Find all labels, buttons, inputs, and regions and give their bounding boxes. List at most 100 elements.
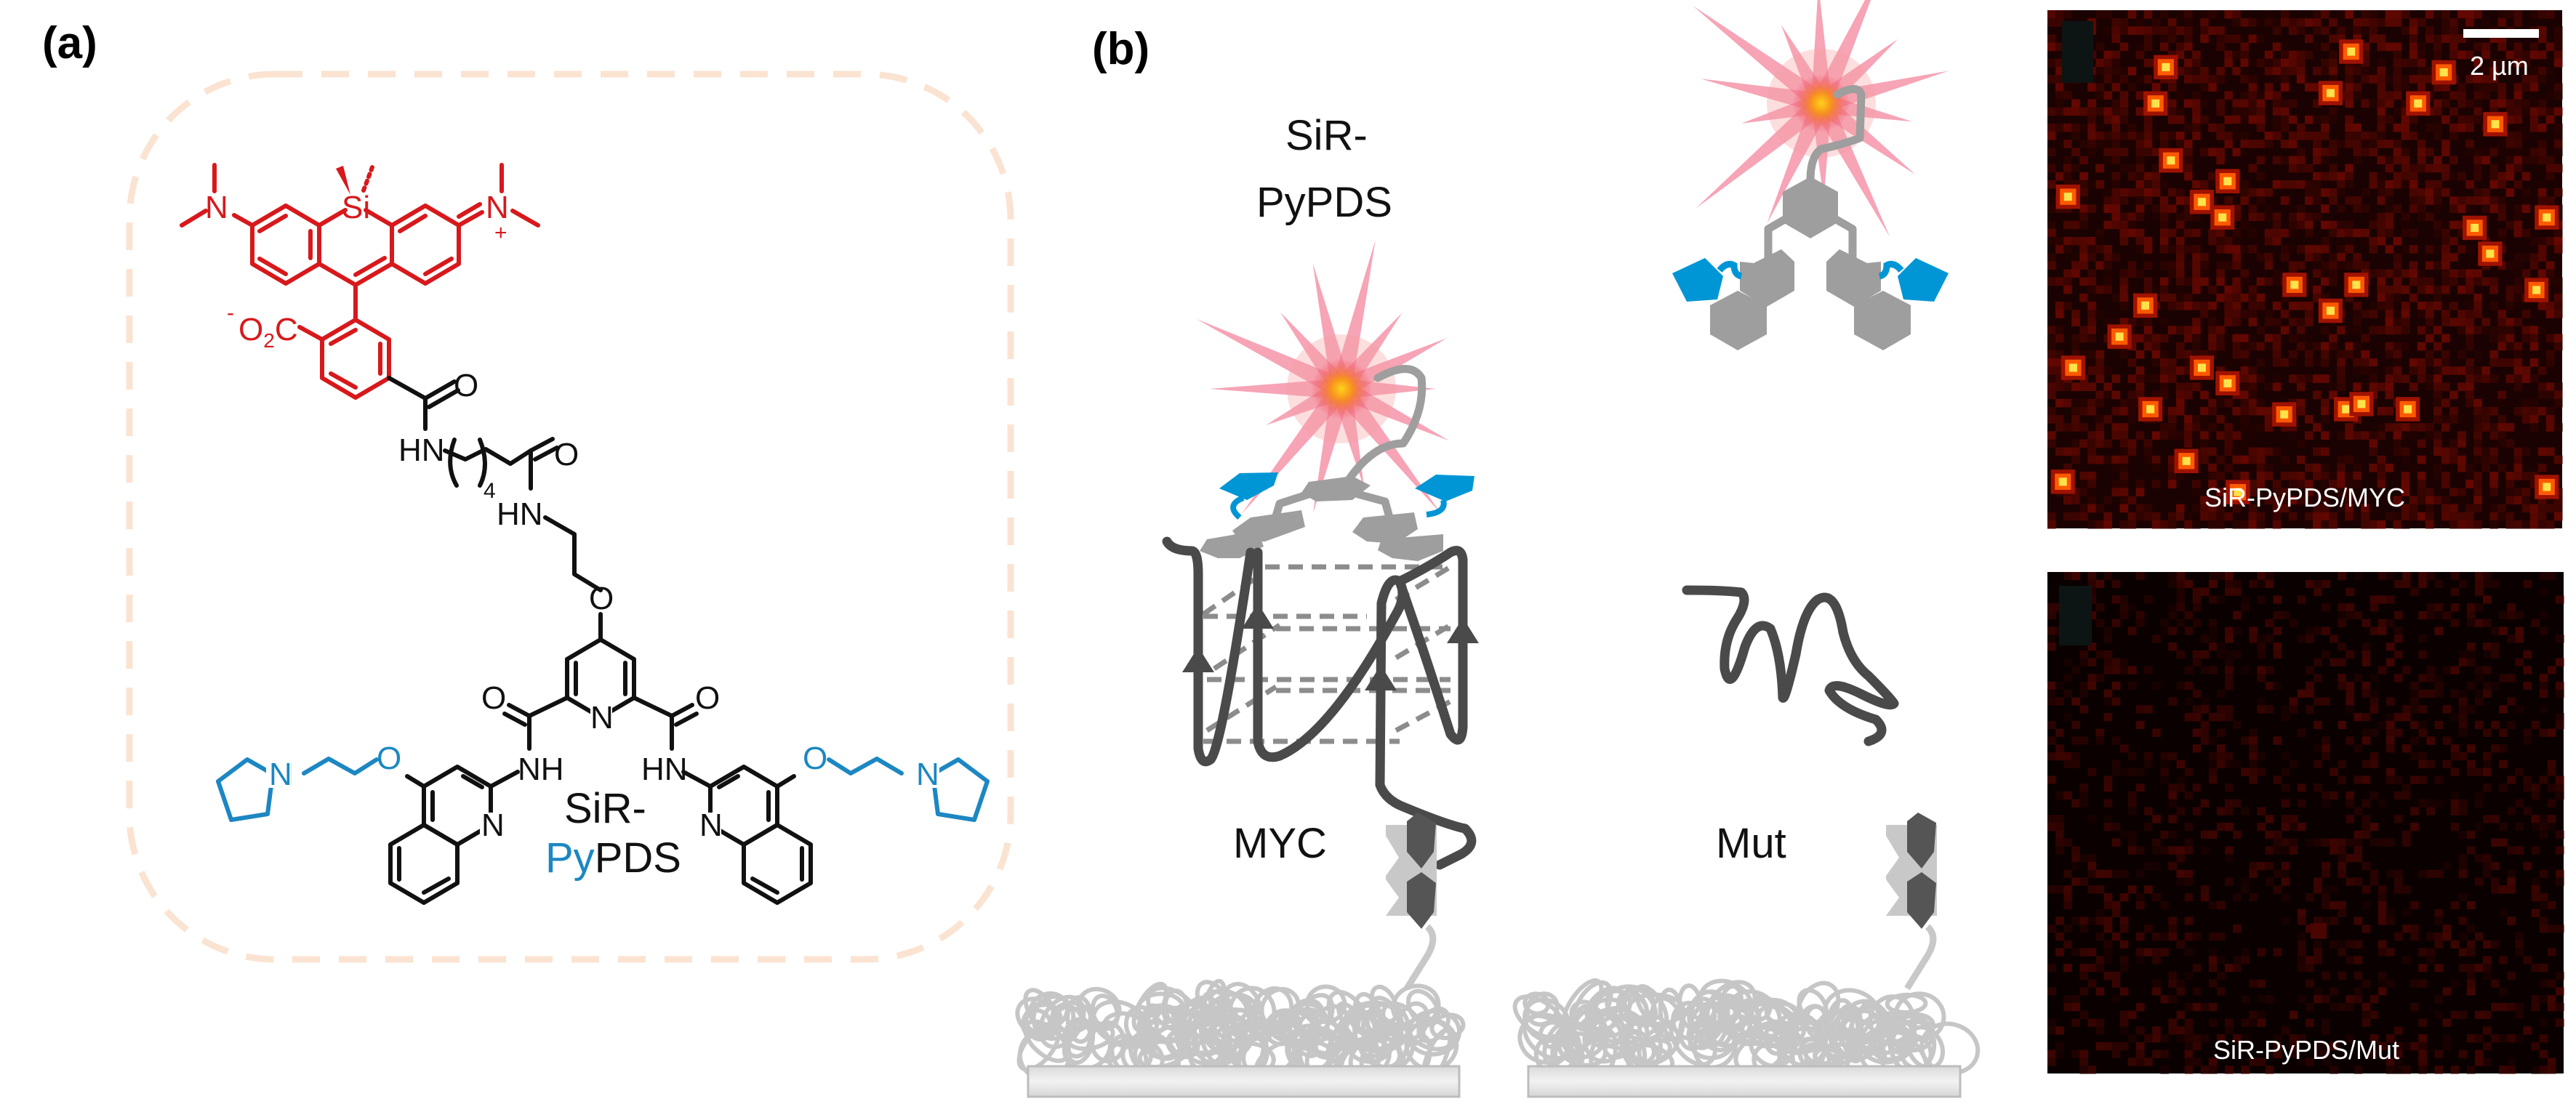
noise-pixel <box>2249 744 2258 753</box>
polymer-loop <box>1804 1004 1830 1040</box>
noise-pixel <box>2338 572 2346 581</box>
noise-pixel <box>2280 472 2290 480</box>
noise-pixel <box>2103 916 2113 925</box>
noise-pixel <box>2159 423 2169 432</box>
noise-pixel <box>2555 681 2564 690</box>
noise-pixel <box>2353 512 2362 521</box>
noise-pixel <box>2529 520 2539 529</box>
noise-pixel <box>2393 253 2402 262</box>
noise-pixel <box>2055 107 2064 116</box>
noise-pixel <box>2103 666 2113 674</box>
noise-pixel <box>2079 504 2088 513</box>
noise-pixel <box>2087 350 2096 359</box>
noise-pixel <box>2345 228 2354 238</box>
noise-pixel <box>2314 1042 2322 1051</box>
noise-pixel <box>2465 285 2474 294</box>
noise-pixel <box>2393 123 2402 132</box>
noise-pixel <box>2547 979 2556 988</box>
noise-pixel <box>2135 91 2145 100</box>
noise-pixel <box>2248 431 2258 440</box>
noise-pixel <box>2521 398 2531 408</box>
noise-pixel <box>2466 650 2476 659</box>
noise-pixel <box>2537 463 2547 472</box>
noise-pixel <box>2361 358 2370 367</box>
noise-pixel <box>2280 228 2290 238</box>
noise-pixel <box>2167 26 2177 35</box>
noise-pixel <box>2425 504 2434 513</box>
noise-pixel <box>2377 140 2386 148</box>
noise-pixel <box>2103 10 2112 19</box>
noise-pixel <box>2257 634 2266 643</box>
noise-pixel <box>2418 1057 2427 1066</box>
noise-pixel <box>2248 406 2258 416</box>
noise-pixel <box>2378 799 2387 807</box>
noise-pixel <box>2465 269 2474 278</box>
noise-pixel <box>2160 1034 2169 1043</box>
noise-pixel <box>2377 99 2386 108</box>
noise-pixel <box>2338 838 2346 847</box>
noise-pixel <box>2232 99 2241 108</box>
noise-pixel <box>2225 823 2234 831</box>
noise-pixel <box>2531 877 2540 886</box>
noise-pixel <box>2264 188 2274 197</box>
polymer-loop <box>1624 1037 1656 1065</box>
noise-pixel <box>2240 277 2250 286</box>
noise-pixel <box>2119 277 2129 286</box>
noise-pixel <box>2256 212 2266 222</box>
noise-pixel <box>2240 180 2250 189</box>
noise-pixel <box>2136 572 2145 581</box>
noise-pixel <box>2288 431 2298 440</box>
noise-pixel <box>2433 472 2442 480</box>
noise-pixel <box>2249 768 2258 776</box>
noise-pixel <box>2481 66 2490 76</box>
noise-pixel <box>2305 318 2314 326</box>
noise-pixel <box>2314 658 2322 666</box>
noise-pixel <box>2216 228 2225 238</box>
noise-pixel <box>2345 220 2354 230</box>
noise-pixel <box>2450 799 2460 807</box>
noise-pixel <box>2232 34 2241 44</box>
noise-pixel <box>2393 66 2402 76</box>
noise-pixel <box>2087 611 2097 620</box>
noise-pixel <box>2119 212 2129 222</box>
noise-pixel <box>2529 326 2539 335</box>
noise-pixel <box>2345 512 2354 521</box>
noise-pixel <box>2434 1065 2444 1074</box>
noise-pixel <box>2321 326 2330 335</box>
noise-pixel <box>2079 398 2088 408</box>
noise-pixel <box>2545 415 2555 424</box>
noise-pixel <box>2465 390 2474 400</box>
noise-pixel <box>2409 196 2418 205</box>
noise-pixel <box>2168 830 2177 839</box>
noise-pixel <box>2111 431 2121 440</box>
noise-pixel <box>2433 34 2442 44</box>
noise-pixel <box>2176 619 2186 627</box>
noise-pixel <box>2184 228 2193 238</box>
noise-pixel <box>2539 823 2548 831</box>
noise-pixel <box>2055 99 2064 108</box>
polymer-loop <box>1697 978 1755 1031</box>
noise-pixel <box>2322 885 2330 894</box>
noise-pixel <box>2264 382 2274 392</box>
noise-pixel <box>2515 940 2524 948</box>
noise-pixel <box>2256 406 2266 416</box>
noise-pixel <box>2409 269 2418 278</box>
noise-pixel <box>2425 164 2434 173</box>
noise-pixel <box>2249 752 2258 761</box>
noise-pixel <box>2425 245 2434 254</box>
noise-pixel <box>2127 358 2137 367</box>
noise-pixel <box>2401 164 2410 173</box>
noise-pixel <box>2434 603 2444 612</box>
noise-pixel <box>2353 196 2362 205</box>
noise-pixel <box>2515 799 2524 807</box>
noise-pixel <box>2426 666 2435 674</box>
noise-pixel <box>2273 869 2282 878</box>
fluorescent-spot <box>2543 213 2551 222</box>
noise-pixel <box>2505 164 2515 173</box>
noise-pixel <box>2135 188 2145 197</box>
noise-pixel <box>2176 132 2185 140</box>
noise-pixel <box>2192 423 2201 432</box>
noise-pixel <box>2055 358 2064 367</box>
noise-pixel <box>2047 204 2056 214</box>
noise-pixel <box>2409 50 2418 60</box>
